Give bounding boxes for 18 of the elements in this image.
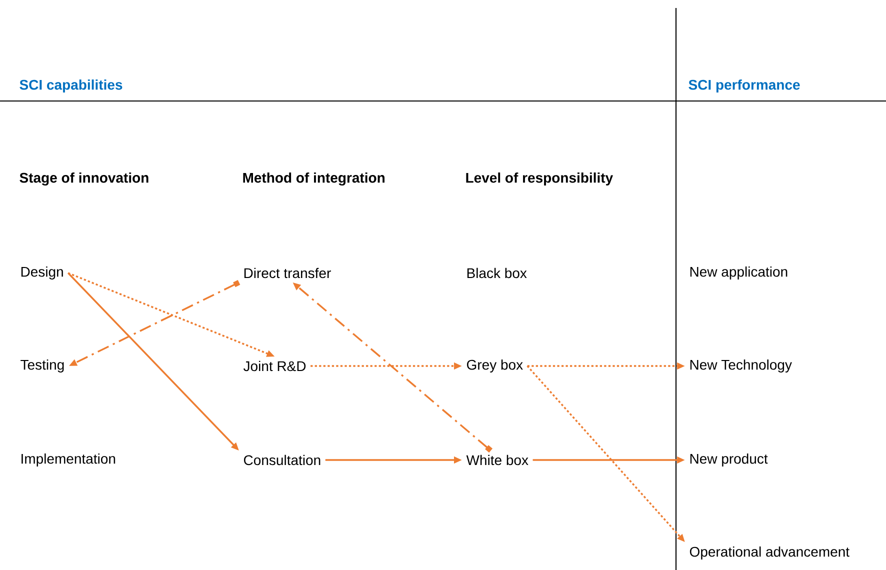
column-heading: Method of integration bbox=[243, 172, 384, 186]
node-label: Direct transfer bbox=[244, 268, 331, 278]
column-heading: Stage of innovation bbox=[20, 172, 148, 186]
node-label: Joint R&D bbox=[243, 360, 306, 372]
node-label: New product bbox=[690, 453, 768, 467]
node-label: Testing bbox=[20, 359, 64, 373]
node-label: Grey box bbox=[466, 359, 523, 373]
node-label: White box bbox=[466, 454, 528, 466]
section-heading: SCI performance bbox=[688, 79, 800, 93]
node-label: New application bbox=[690, 266, 788, 280]
column-heading: Level of responsibility bbox=[466, 172, 613, 186]
node-label: New Technology bbox=[690, 359, 792, 373]
node-label: Operational advancement bbox=[690, 546, 850, 560]
node-label: Design bbox=[21, 266, 63, 280]
node-label: Black box bbox=[467, 268, 527, 278]
section-heading: SCI capabilities bbox=[20, 79, 122, 93]
node-label: Consultation bbox=[244, 454, 320, 466]
node-label: Implementation bbox=[22, 453, 116, 467]
